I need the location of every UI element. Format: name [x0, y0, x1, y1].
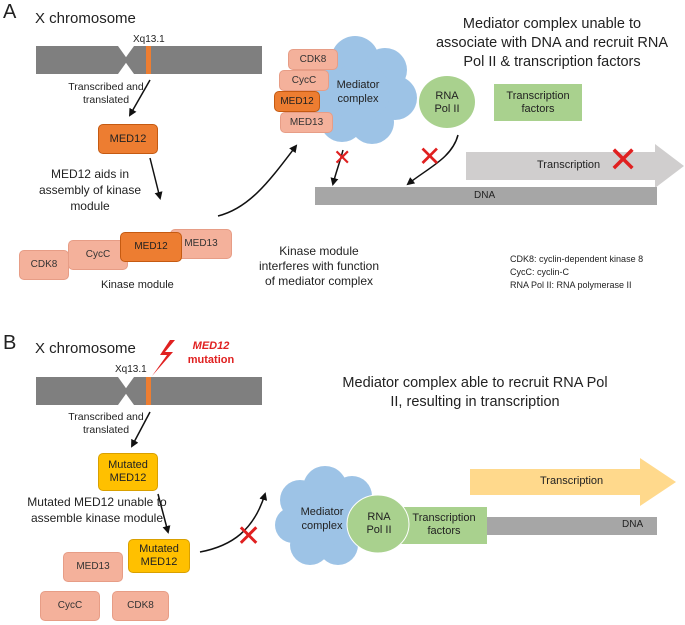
dna-label-b: DNA	[622, 519, 644, 530]
mutation-label: MED12 mutation	[186, 339, 236, 367]
mediator-cloud-b	[275, 466, 380, 565]
cycc-box-b: CycC	[40, 591, 100, 621]
locus-band-b	[146, 377, 151, 405]
rna-pol-label-a: RNA Pol II	[434, 90, 460, 115]
legend-cycc: CycC: cyclin-C	[510, 267, 570, 277]
x-mark-pol-dna: ✕	[418, 140, 442, 173]
cdk8-stack-box: CDK8	[288, 49, 338, 70]
transcription-arrow-b	[470, 458, 676, 506]
mutated-med12-kinase-box: Mutated MED12	[128, 539, 190, 573]
dna-bar-a	[315, 187, 657, 205]
panel-a-title: Mediator complex unable to associate wit…	[435, 16, 669, 70]
tf-label-b: Transcription factors	[412, 512, 476, 537]
mutated-med12-box: Mutated MED12	[98, 453, 158, 491]
panel-a-letter: A	[3, 1, 17, 23]
med13-box-b: MED13	[63, 552, 123, 582]
cycc-stack-box: CycC	[279, 70, 329, 91]
panel-b-letter: B	[3, 332, 17, 354]
panel-b-title: Mediator complex able to recruit RNA Pol…	[342, 375, 608, 410]
rna-pol-oval-a	[419, 76, 475, 128]
legend-cdk8: CDK8: cyclin-dependent kinase 8	[510, 254, 644, 264]
mediator-label-a: Mediator complex	[336, 79, 380, 105]
locus-band-a	[146, 46, 151, 74]
med12-stack-box: MED12	[274, 91, 320, 112]
chromosome-label-a: X chromosome	[35, 10, 136, 27]
transcribed-label-a: Transcribed and translated	[68, 81, 144, 106]
dna-label-a: DNA	[474, 190, 496, 201]
x-mark-assembly: ✕	[236, 519, 262, 554]
med12-box-a: MED12	[98, 124, 158, 154]
rna-pol-oval-b	[346, 494, 410, 554]
arrow-a-assembly	[149, 157, 163, 200]
arrow-b-to-mediator	[199, 492, 268, 553]
arrow-a-transcribe	[129, 79, 151, 117]
chromosome-label-b: X chromosome	[35, 340, 136, 357]
interferes-label: Kinase module interferes with function o…	[258, 244, 380, 288]
tf-box-b	[395, 507, 487, 544]
arrow-a-pol-dna	[406, 134, 459, 186]
arrow-b-assembly	[157, 493, 171, 534]
legend-rna-pol: RNA Pol II: RNA polymerase II	[510, 280, 632, 290]
med13-stack-box: MED13	[280, 112, 333, 133]
med12-kinase-box-a: MED12	[120, 232, 182, 262]
transcription-arrow-a	[466, 144, 684, 188]
mediator-label-b: Mediator complex	[300, 506, 344, 532]
chromosome-b	[36, 377, 262, 405]
mutation-word: mutation	[187, 354, 235, 366]
rna-pol-label-b: RNA Pol II	[366, 511, 392, 536]
cdk8-box-b: CDK8	[112, 591, 169, 621]
arrow-a-to-mediator	[217, 144, 298, 217]
arrow-a-mediator-dna	[330, 149, 344, 186]
locus-label-b: Xq13.1	[115, 364, 147, 375]
cycc-box-a: CycC	[68, 240, 128, 270]
kinase-module-label-a: Kinase module	[101, 279, 174, 291]
locus-label-a: Xq13.1	[133, 34, 165, 45]
arrow-b-transcribe	[131, 411, 151, 448]
assembly-label-a: MED12 aids in assembly of kinase module	[38, 167, 142, 213]
chromosome-a	[36, 46, 262, 74]
x-mark-transcription: ✕	[608, 140, 639, 181]
transcription-label-a: Transcription	[537, 159, 601, 171]
tf-box-a: Transcription factors	[494, 84, 582, 121]
mutation-gene: MED12	[192, 340, 230, 352]
mediator-cloud-a	[305, 36, 417, 144]
x-mark-mediator-dna: ✕	[333, 146, 352, 171]
unable-label: Mutated MED12 unable to assemble kinase …	[27, 495, 167, 525]
lightning-icon	[152, 340, 175, 376]
transcription-label-b: Transcription	[540, 475, 604, 487]
transcribed-label-b: Transcribed and translated	[68, 411, 144, 436]
cdk8-box-a: CDK8	[19, 250, 69, 280]
